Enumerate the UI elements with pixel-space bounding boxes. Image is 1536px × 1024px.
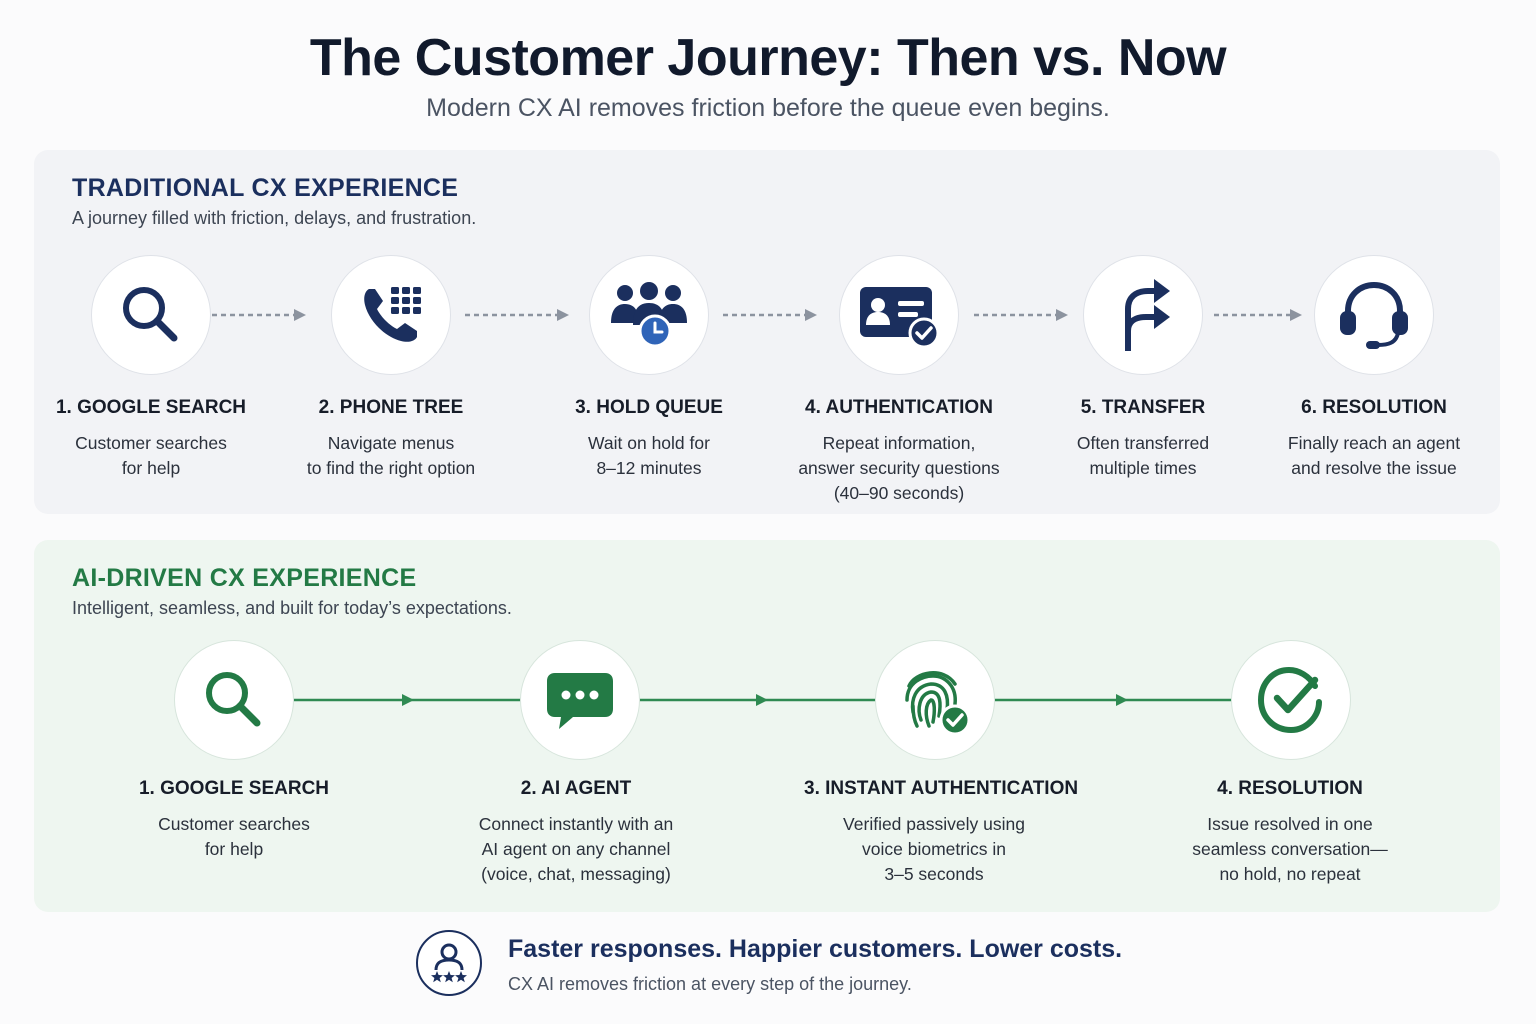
step-desc-line: multiple times — [1089, 458, 1197, 478]
search-icon — [91, 255, 211, 375]
step-desc-line: Connect instantly with an — [478, 814, 674, 834]
traditional-step: 6. RESOLUTION Finally reach an agent and … — [1244, 397, 1504, 481]
ai-step: 2. AI AGENT Connect instantly with an AI … — [446, 778, 706, 887]
step-desc-line: answer security questions — [798, 458, 1000, 478]
ai-description: Intelligent, seamless, and built for tod… — [72, 598, 512, 618]
chat-bubble-icon — [520, 640, 640, 760]
id-card-check-icon — [839, 255, 959, 375]
ai-step: 1. GOOGLE SEARCH Customer searches for he… — [104, 778, 364, 862]
connector-arrow — [723, 309, 817, 321]
step-title: 3. HOLD QUEUE — [575, 397, 723, 418]
step-desc-line: voice biometrics in — [862, 839, 1006, 859]
step-desc-line: Often transferred — [1076, 433, 1210, 453]
customer-rating-icon — [416, 930, 482, 996]
ai-heading: AI-DRIVEN CX EXPERIENCE — [72, 564, 417, 592]
step-title: 4. AUTHENTICATION — [805, 397, 993, 418]
step-title: 3. INSTANT AUTHENTICATION — [804, 778, 1079, 799]
transfer-arrows-icon — [1083, 255, 1203, 375]
connector-arrow — [212, 309, 306, 321]
connector-arrow — [1214, 309, 1302, 321]
traditional-step: 3. HOLD QUEUE Wait on hold for 8–12 minut… — [519, 397, 779, 481]
traditional-panel: TRADITIONAL CX EXPERIENCE A journey fill… — [34, 150, 1500, 514]
step-desc-line: Issue resolved in one — [1207, 814, 1373, 834]
check-circle-icon — [1231, 640, 1351, 760]
ai-step: 4. RESOLUTION Issue resolved in one seaml… — [1160, 778, 1420, 887]
traditional-description: A journey filled with friction, delays, … — [72, 208, 477, 228]
phone-keypad-icon — [331, 255, 451, 375]
page-subtitle: Modern CX AI removes friction before the… — [426, 94, 1110, 122]
traditional-step: 2. PHONE TREE Navigate menus to find the … — [261, 397, 521, 481]
footer-subtitle: CX AI removes friction at every step of … — [508, 974, 912, 994]
step-desc-line: AI agent on any channel — [481, 839, 671, 859]
step-desc-line: Customer searches — [158, 814, 310, 834]
step-desc-line: Wait on hold for — [588, 433, 710, 453]
connector-arrow — [294, 694, 520, 706]
step-desc-line: (voice, chat, messaging) — [481, 864, 671, 884]
step-title: 2. AI AGENT — [520, 778, 632, 799]
footer-title: Faster responses. Happier customers. Low… — [508, 935, 1123, 963]
step-title: 5. TRANSFER — [1080, 397, 1206, 418]
step-desc-line: (40–90 seconds) — [833, 483, 965, 503]
step-desc-line: Repeat information, — [822, 433, 976, 453]
connector-arrow — [465, 309, 569, 321]
step-title: 6. RESOLUTION — [1301, 397, 1447, 418]
step-desc-line: to find the right option — [306, 458, 476, 478]
people-clock-icon — [589, 255, 709, 375]
step-desc-line: 3–5 seconds — [884, 864, 984, 884]
step-title: 1. GOOGLE SEARCH — [55, 397, 247, 418]
step-desc-line: Navigate menus — [327, 433, 455, 453]
step-title: 1. GOOGLE SEARCH — [138, 778, 330, 799]
step-desc-line: for help — [204, 839, 264, 859]
step-desc-line: for help — [121, 458, 181, 478]
fingerprint-check-icon — [875, 640, 995, 760]
traditional-step: 4. AUTHENTICATION Repeat information, ans… — [769, 397, 1029, 506]
connector-arrow — [974, 309, 1068, 321]
step-title: 4. RESOLUTION — [1217, 778, 1363, 799]
search-icon — [174, 640, 294, 760]
traditional-step: 1. GOOGLE SEARCH Customer searches for he… — [21, 397, 281, 481]
page-title: The Customer Journey: Then vs. Now — [309, 29, 1227, 87]
connector-arrow — [640, 694, 875, 706]
step-desc-line: no hold, no repeat — [1219, 864, 1361, 884]
ai-step: 3. INSTANT AUTHENTICATION Verified passi… — [804, 778, 1079, 887]
traditional-step: 5. TRANSFER Often transferred multiple ti… — [1013, 397, 1273, 481]
step-desc-line: Finally reach an agent — [1287, 433, 1461, 453]
traditional-heading: TRADITIONAL CX EXPERIENCE — [72, 174, 459, 202]
step-desc-line: and resolve the issue — [1291, 458, 1457, 478]
step-desc-line: 8–12 minutes — [596, 458, 702, 478]
step-desc-line: seamless conversation— — [1192, 839, 1388, 859]
connector-arrow — [995, 694, 1231, 706]
headset-icon — [1314, 255, 1434, 375]
step-title: 2. PHONE TREE — [318, 397, 464, 418]
step-desc-line: Customer searches — [75, 433, 227, 453]
ai-panel: AI-DRIVEN CX EXPERIENCE Intelligent, sea… — [34, 540, 1500, 912]
step-desc-line: Verified passively using — [843, 814, 1025, 834]
